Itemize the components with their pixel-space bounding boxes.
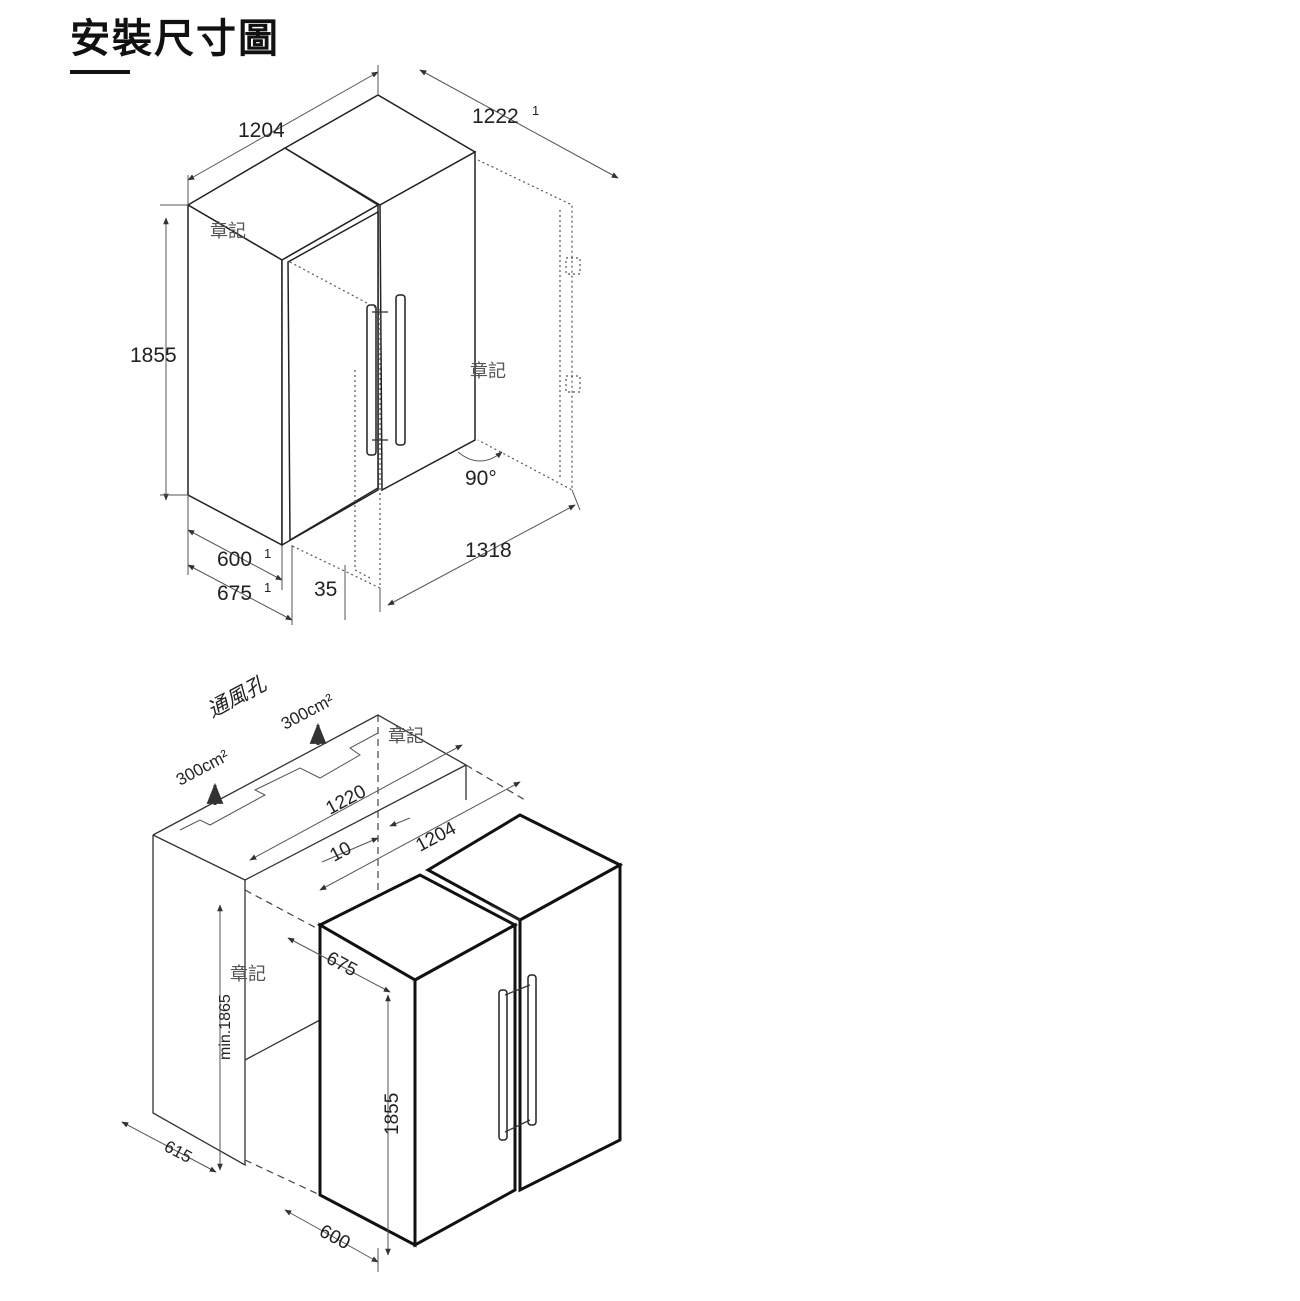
dim-height: 1855 xyxy=(382,1093,403,1135)
dim-depth-body-note: 1 xyxy=(264,546,271,561)
dim-niche-width: 1220 xyxy=(322,781,369,819)
dim-feet: 35 xyxy=(314,578,337,601)
door-handles xyxy=(366,294,406,456)
left-fridge-unit xyxy=(186,147,380,547)
open-door-outline xyxy=(289,159,581,589)
top-dimension-lines xyxy=(160,65,619,625)
vent-arrows xyxy=(179,722,379,831)
dim-niche-height: min.1865 xyxy=(217,994,234,1060)
dim-height: 1855 xyxy=(130,344,177,367)
watermark: 章記 xyxy=(470,361,506,381)
dim-width-open: 1222 xyxy=(472,105,519,128)
page-title: 安裝尺寸圖 xyxy=(70,16,280,62)
vent-area-left: 300cm² xyxy=(173,746,232,790)
watermark: 章記 xyxy=(388,726,424,746)
dim-depth-body: 600 xyxy=(316,1221,354,1254)
dim-width-total: 1204 xyxy=(238,119,285,142)
dim-depth-total-note: 1 xyxy=(264,580,271,595)
dim-width-open-note: 1 xyxy=(532,103,539,118)
right-fridge-front-view xyxy=(424,813,624,1193)
watermark: 章記 xyxy=(210,221,246,241)
vent-area-right: 300cm² xyxy=(278,690,337,734)
bottom-diagram: 通風孔 300cm² 300cm² 1220 10 1204 675 min.1… xyxy=(121,672,624,1272)
dim-door-open-depth: 1318 xyxy=(465,539,512,562)
door-handles xyxy=(498,974,537,1141)
dim-gap: 10 xyxy=(326,838,355,866)
dim-width-total: 1204 xyxy=(412,818,460,857)
bottom-dimension-lines xyxy=(121,744,521,1272)
dim-niche-depth: 615 xyxy=(161,1137,195,1167)
dim-depth-body: 600 xyxy=(217,548,252,571)
top-diagram: 1204 1222 1 1855 600 1 675 1 35 1318 90°… xyxy=(130,65,619,625)
watermark: 章記 xyxy=(230,964,266,984)
dim-depth-total: 675 xyxy=(217,582,252,605)
left-fridge-front-view xyxy=(316,873,519,1248)
title-underline xyxy=(70,70,130,74)
door-angle: 90° xyxy=(465,467,497,490)
vent-label: 通風孔 xyxy=(204,672,271,722)
